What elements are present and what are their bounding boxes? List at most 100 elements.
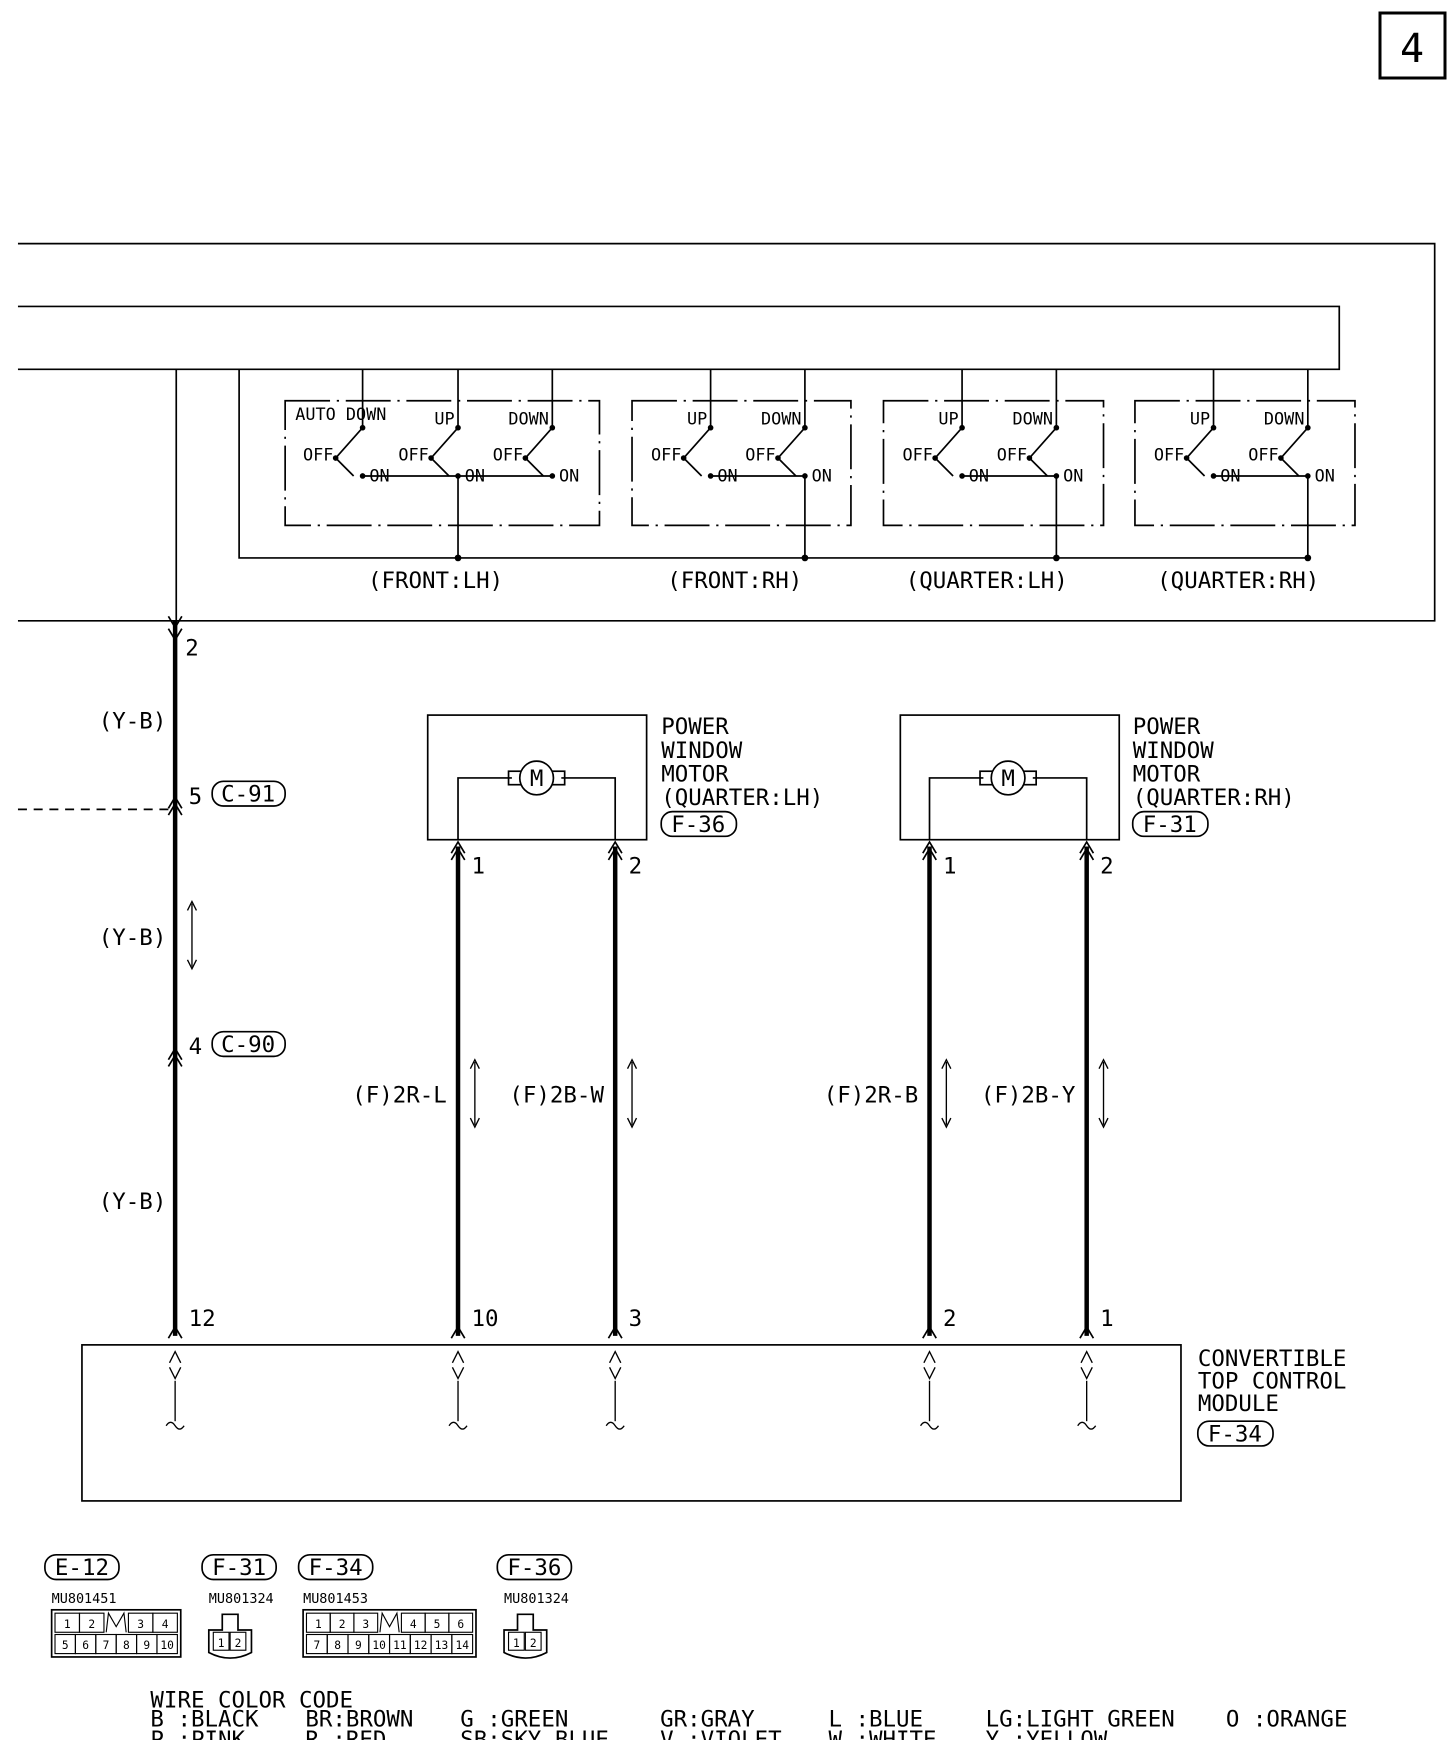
switch-contact-on xyxy=(455,473,461,479)
switch-off-label: OFF xyxy=(745,444,775,464)
module-title-line-1: CONVERTIBLE xyxy=(1198,1346,1347,1372)
motor-title-line: (QUARTER:RH) xyxy=(1133,785,1295,811)
switch-top-label: DOWN xyxy=(761,408,802,428)
wire-color-label-1: (Y-B) xyxy=(99,709,167,735)
switch-contact-on xyxy=(549,473,556,479)
switch-box xyxy=(284,399,601,527)
c90-connector-mark xyxy=(167,1046,183,1067)
connector-cell-label: 13 xyxy=(435,1639,449,1652)
motor-title-line: MOTOR xyxy=(661,761,729,787)
wire-code-label: (F)2B-Y xyxy=(981,1082,1076,1108)
connector-body xyxy=(503,1613,548,1659)
power-window-motor: MPOWERWINDOWMOTOR(QUARTER:LH)F-36110(F)2… xyxy=(352,714,823,1336)
junction-dot xyxy=(1052,554,1060,562)
motor-pin-label: 2 xyxy=(1100,853,1114,879)
connector-cell-label: 3 xyxy=(137,1618,144,1631)
switch-off-label: OFF xyxy=(1154,444,1184,464)
switch-blade xyxy=(1280,427,1309,459)
switch-contact-on xyxy=(802,473,808,479)
pin-mark xyxy=(450,847,466,861)
arrow-head xyxy=(626,1117,638,1129)
switch-blade xyxy=(1185,427,1215,459)
motor-connector-badge xyxy=(1131,810,1209,838)
motor-connector-badge xyxy=(660,810,738,838)
module-pin xyxy=(1077,1325,1097,1430)
switch-off-label: OFF xyxy=(493,444,523,464)
switch-off-label: OFF xyxy=(1248,444,1278,464)
ground-symbol xyxy=(605,1421,625,1430)
switch-on-label: ON xyxy=(465,466,485,486)
switch-on-label: ON xyxy=(369,466,389,486)
module-pin xyxy=(165,1325,185,1430)
pin-mark xyxy=(922,847,937,861)
left-harness: 2 (Y-B) 5 C-91 (Y-B) 4 C-90 (Y-B) 12 xyxy=(17,369,286,1336)
motor-pin-label: 1 xyxy=(943,853,957,879)
arrow-head xyxy=(1098,1117,1109,1129)
switch-off-label: OFF xyxy=(902,444,932,464)
ground-symbol xyxy=(1077,1421,1097,1430)
junction-dot xyxy=(454,554,462,562)
switch-blade-return xyxy=(934,457,954,477)
connector-cell xyxy=(507,1631,525,1651)
junction-dot xyxy=(1304,554,1312,562)
wire-color-entry: W :WHITE xyxy=(828,1727,936,1740)
motor-icon xyxy=(990,760,1026,796)
motor-title-line: MOTOR xyxy=(1133,761,1201,787)
connector-body xyxy=(50,1608,182,1658)
switch-on-label: ON xyxy=(969,466,989,486)
motor-wire xyxy=(1032,777,1088,840)
connector-id-label: F-36 xyxy=(507,1555,561,1581)
connector-cell-label: 9 xyxy=(355,1639,362,1652)
connector-cell-label: 7 xyxy=(313,1639,320,1652)
switch-blade xyxy=(683,427,712,459)
motor-connector-label: F-31 xyxy=(1143,812,1197,838)
switch-off-label: OFF xyxy=(398,444,428,464)
connector-cell-label: 3 xyxy=(362,1618,369,1631)
connector-cell-label: 10 xyxy=(372,1639,386,1652)
connector-id-badge xyxy=(201,1553,278,1581)
connector-cell-label: 8 xyxy=(123,1639,130,1652)
wire-color-entry: V :VIOLET xyxy=(660,1727,782,1740)
c90-connector-label: C-90 xyxy=(221,1032,275,1058)
switch-contact-on xyxy=(707,473,714,479)
connector-id-label: F-34 xyxy=(309,1555,363,1581)
pin-mark xyxy=(607,840,623,854)
connector-part-number: MU801324 xyxy=(209,1591,274,1607)
motor-title-line: WINDOW xyxy=(661,738,743,764)
connector-cell xyxy=(152,1612,178,1633)
switch-off-label: OFF xyxy=(997,444,1027,464)
wire-color-code-title: WIRE COLOR CODE xyxy=(150,1687,353,1713)
connector-key-mark xyxy=(105,1611,127,1633)
wire-color-entry: GR:GRAY xyxy=(660,1707,755,1733)
switch-contact-on xyxy=(1053,473,1060,479)
connector-cell-label: 2 xyxy=(235,1637,242,1650)
switch-off-label: OFF xyxy=(651,444,681,464)
switch-blade xyxy=(777,427,806,459)
wire-color-entry: L :BLUE xyxy=(828,1707,923,1733)
wire-color-entry: SB:SKY BLUE xyxy=(460,1727,609,1740)
module-pin xyxy=(605,1325,625,1430)
wire-color-entry: O :ORANGE xyxy=(1226,1707,1348,1733)
module-title-line-3: MODULE xyxy=(1198,1391,1279,1417)
connector-cell-label: 12 xyxy=(414,1639,428,1652)
switch-blade-return xyxy=(430,457,450,477)
switch-top-label: AUTO DOWN xyxy=(295,404,386,424)
wire-code-label: (F)2R-B xyxy=(824,1082,919,1108)
switch-panel: AUTO DOWNOFFONUPOFFONDOWNOFFON(FRONT:LH)… xyxy=(17,242,1436,622)
module-pin-label: 3 xyxy=(629,1306,643,1332)
module-pin-label: 1 xyxy=(1100,1306,1114,1332)
connector-cell-label: 10 xyxy=(160,1639,174,1652)
switch-on-label: ON xyxy=(559,466,579,486)
connector-cell-label: 1 xyxy=(218,1637,225,1650)
connector-cell xyxy=(78,1612,105,1633)
arrow-head xyxy=(469,1058,480,1070)
module-pin xyxy=(919,1325,940,1430)
motor-title-line: WINDOW xyxy=(1133,738,1215,764)
switch-blade-return xyxy=(1280,457,1300,477)
ground-symbol xyxy=(165,1421,185,1430)
c91-pin-label: 5 xyxy=(189,784,203,810)
connector-id-badge xyxy=(496,1553,573,1581)
connector-part-number: MU801453 xyxy=(303,1591,368,1607)
